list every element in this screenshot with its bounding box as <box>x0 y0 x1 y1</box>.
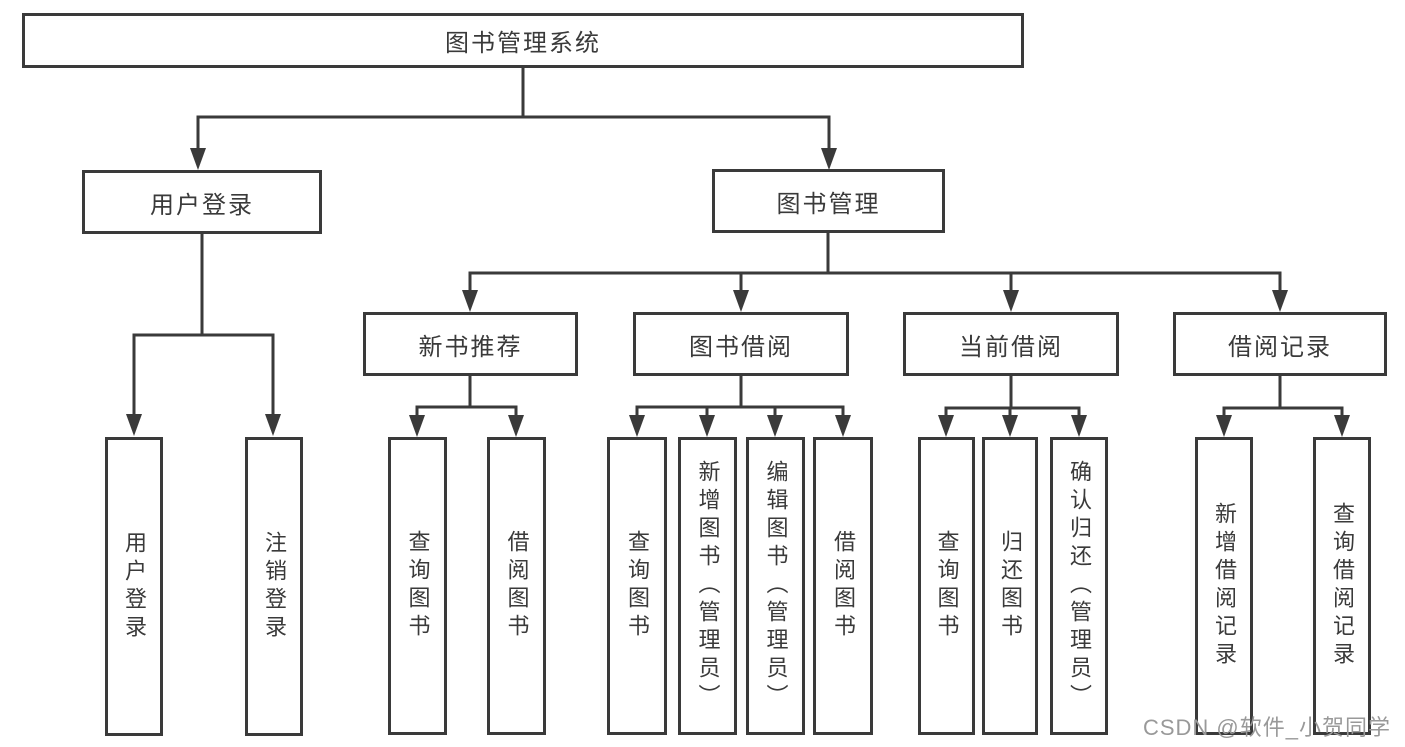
node-user-login: 用户登录 <box>105 437 163 736</box>
arrow-down-icon <box>126 414 142 436</box>
arrow-down-icon <box>265 414 281 436</box>
node-book-borrowing: 图书借阅 <box>633 312 849 376</box>
node-user-login-branch: 用户登录 <box>82 170 322 234</box>
node-confirm-return-admin: 确认归还（管理员） <box>1050 437 1108 735</box>
node-label: 新增借阅记录 <box>1212 502 1237 670</box>
arrow-down-icon <box>409 415 425 437</box>
node-label: 注销登录 <box>262 530 287 643</box>
connector-root-to-level2 <box>196 68 831 152</box>
arrowhead-icons <box>126 148 1350 437</box>
node-borrowing-records: 借阅记录 <box>1173 312 1387 376</box>
connector-user-login-children <box>132 234 275 418</box>
arrow-down-icon <box>938 415 954 437</box>
node-return-books: 归还图书 <box>982 437 1038 735</box>
arrow-down-icon <box>1216 415 1232 437</box>
node-recommend-borrow-books: 借阅图书 <box>487 437 546 735</box>
node-logout: 注销登录 <box>245 437 303 736</box>
connector-borrow-record-children <box>1222 376 1344 419</box>
arrow-down-icon <box>1334 415 1350 437</box>
arrow-down-icon <box>835 415 851 437</box>
arrow-down-icon <box>462 290 478 312</box>
node-recommend-query-books: 查询图书 <box>388 437 447 735</box>
node-library-management-system: 图书管理系统 <box>22 13 1024 68</box>
node-current-query-books: 查询图书 <box>918 437 975 735</box>
node-add-borrow-record: 新增借阅记录 <box>1195 437 1253 735</box>
node-label: 查询图书 <box>405 530 431 642</box>
connector-current-borrow-children <box>944 376 1081 419</box>
node-borrow-books: 借阅图书 <box>813 437 873 735</box>
watermark: CSDN @软件_小贺同学 <box>1142 715 1391 740</box>
node-label: 用户登录 <box>122 530 147 643</box>
node-label: 查询图书 <box>625 530 650 642</box>
node-label: 新增图书（管理员） <box>695 460 721 712</box>
arrow-down-icon <box>190 148 206 170</box>
arrow-down-icon <box>1071 415 1087 437</box>
arrow-down-icon <box>629 415 645 437</box>
connector-book-borrow-children <box>635 376 845 419</box>
node-label: 确认归还（管理员） <box>1067 460 1092 712</box>
arrow-down-icon <box>733 290 749 312</box>
node-label: 归还图书 <box>998 530 1023 642</box>
node-label: 查询图书 <box>934 530 960 642</box>
arrow-down-icon <box>1272 290 1288 312</box>
node-label: 借阅图书 <box>831 530 856 642</box>
node-current-borrowing: 当前借阅 <box>903 312 1119 376</box>
connector-book-mgmt-children <box>468 233 1282 294</box>
node-add-books-admin: 新增图书（管理员） <box>678 437 737 735</box>
node-borrowing-query-books: 查询图书 <box>607 437 667 735</box>
arrow-down-icon <box>821 148 837 170</box>
node-new-book-recommend: 新书推荐 <box>363 312 578 376</box>
node-label: 查询借阅记录 <box>1330 502 1355 670</box>
node-book-management-branch: 图书管理 <box>712 169 945 233</box>
arrow-down-icon <box>767 415 783 437</box>
arrow-down-icon <box>699 415 715 437</box>
arrow-down-icon <box>508 415 524 437</box>
node-label: 编辑图书（管理员） <box>763 460 789 712</box>
arrow-down-icon <box>1003 290 1019 312</box>
arrow-down-icon <box>1002 415 1018 437</box>
node-label: 借阅图书 <box>504 530 530 642</box>
connector-new-rec-children <box>415 376 518 419</box>
node-edit-books-admin: 编辑图书（管理员） <box>746 437 805 735</box>
node-query-borrow-record: 查询借阅记录 <box>1313 437 1371 735</box>
